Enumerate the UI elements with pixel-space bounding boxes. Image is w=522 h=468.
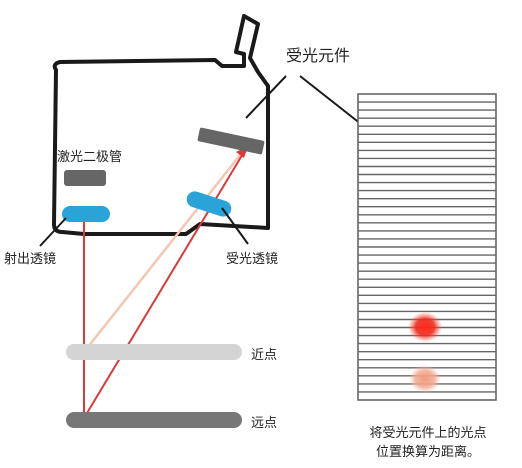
receiver-array	[357, 93, 497, 401]
sensor-housing	[52, 14, 270, 236]
far-target-bar	[66, 412, 242, 428]
caption-line-1: 将受光元件上的光点	[369, 426, 487, 441]
caption: 将受光元件上的光点 位置换算为距离。	[352, 424, 504, 462]
spot-far	[409, 365, 441, 393]
leader-receiver-b	[299, 75, 367, 129]
receive-lens	[186, 191, 232, 217]
near-target-bar	[66, 344, 242, 360]
laser-diode-label: 激光二极管	[57, 150, 123, 165]
emit-lens-label: 射出透镜	[4, 252, 57, 267]
receiver-element	[197, 127, 265, 155]
near-point-label: 近点	[251, 348, 278, 363]
spot-near	[408, 312, 442, 342]
leader-receiver-a	[245, 75, 287, 119]
caption-line-2: 位置换算为距离。	[375, 445, 480, 460]
far-point-label: 远点	[251, 416, 278, 431]
receiver-element-label: 受光元件	[286, 46, 351, 65]
watermark: 知乎 @Guhtry	[404, 5, 492, 20]
leader-receive-lens	[221, 207, 249, 245]
leader-emit-lens	[39, 217, 67, 247]
far-return-beam	[83, 151, 245, 419]
emit-lens	[62, 206, 110, 222]
receive-lens-label: 受光透镜	[226, 252, 279, 267]
laser-diode	[64, 170, 106, 186]
reflected-beam	[83, 149, 245, 353]
